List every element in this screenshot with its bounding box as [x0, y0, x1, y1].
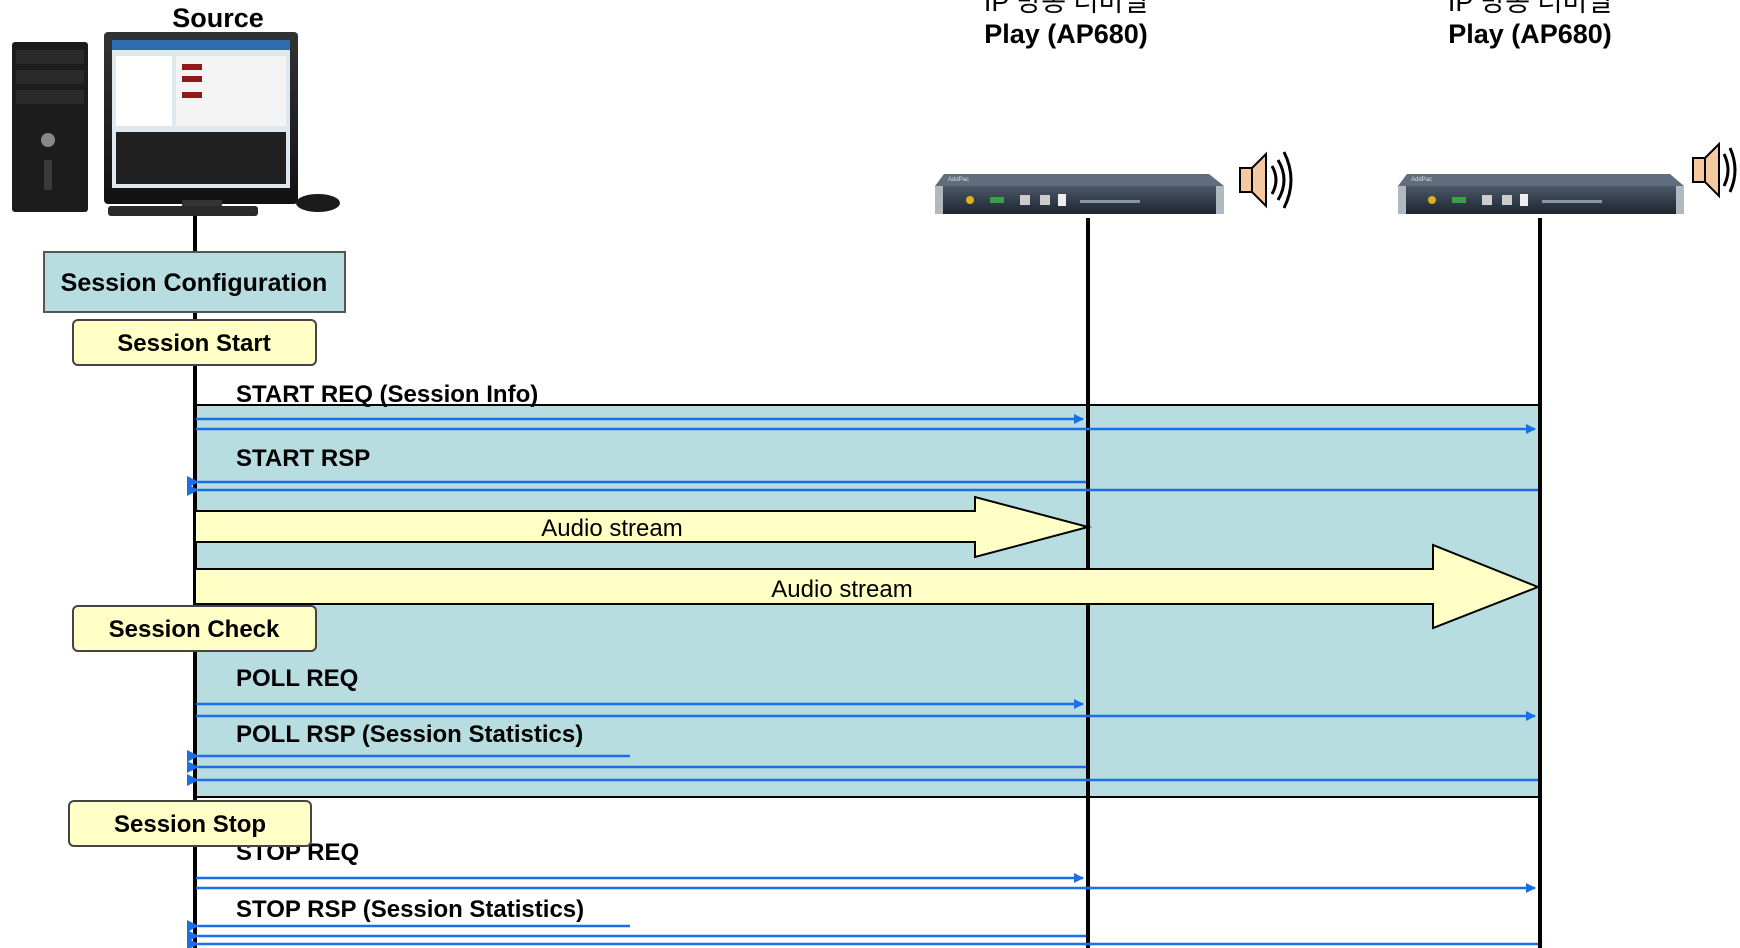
msg-start-rsp-label: START RSP: [236, 445, 370, 472]
desktop-computer-icon: [12, 32, 340, 216]
phase-session-configuration: Session Configuration: [43, 251, 346, 313]
speaker-icon-1: [1239, 151, 1293, 209]
phase-session-configuration-label: Session Configuration: [61, 269, 328, 297]
ap680-device-icon-2: AddPac: [1398, 174, 1684, 214]
svg-text:AddPac: AddPac: [1411, 177, 1432, 183]
speaker-icon-2: [1692, 141, 1737, 199]
phase-session-stop-label: Session Stop: [114, 811, 266, 838]
participant-source-label: Source: [172, 3, 264, 33]
participant-ap1-header: IP 방송 터미널 Play (AP680): [936, 0, 1196, 50]
participant-ap2-label: Play (AP680): [1448, 19, 1612, 49]
svg-text:AddPac: AddPac: [948, 177, 969, 183]
phase-session-start: Session Start: [72, 319, 317, 366]
msg-start-req-label: START REQ (Session Info): [236, 381, 538, 408]
msg-poll-req-label: POLL REQ: [236, 665, 358, 692]
audio-stream-arrow-2: [194, 543, 1541, 630]
participant-ap2-caption: IP 방송 터미널: [1447, 0, 1613, 17]
phase-session-check-label: Session Check: [109, 616, 280, 643]
audio-stream-label-1: Audio stream: [541, 515, 682, 542]
ap680-device-icon-1: AddPac: [935, 174, 1224, 214]
participant-ap1-caption: IP 방송 터미널: [983, 0, 1149, 17]
phase-session-stop: Session Stop: [68, 800, 312, 847]
phase-session-check: Session Check: [72, 605, 317, 652]
participant-ap1-label: Play (AP680): [984, 19, 1148, 49]
audio-stream-label-2: Audio stream: [771, 576, 912, 603]
msg-stop-rsp-label: STOP RSP (Session Statistics): [236, 896, 584, 923]
msg-poll-rsp-label: POLL RSP (Session Statistics): [236, 721, 583, 748]
audio-stream-arrow-1: [194, 495, 1092, 559]
phase-session-start-label: Session Start: [117, 330, 270, 357]
participant-ap2-header: IP 방송 터미널 Play (AP680): [1400, 0, 1660, 50]
